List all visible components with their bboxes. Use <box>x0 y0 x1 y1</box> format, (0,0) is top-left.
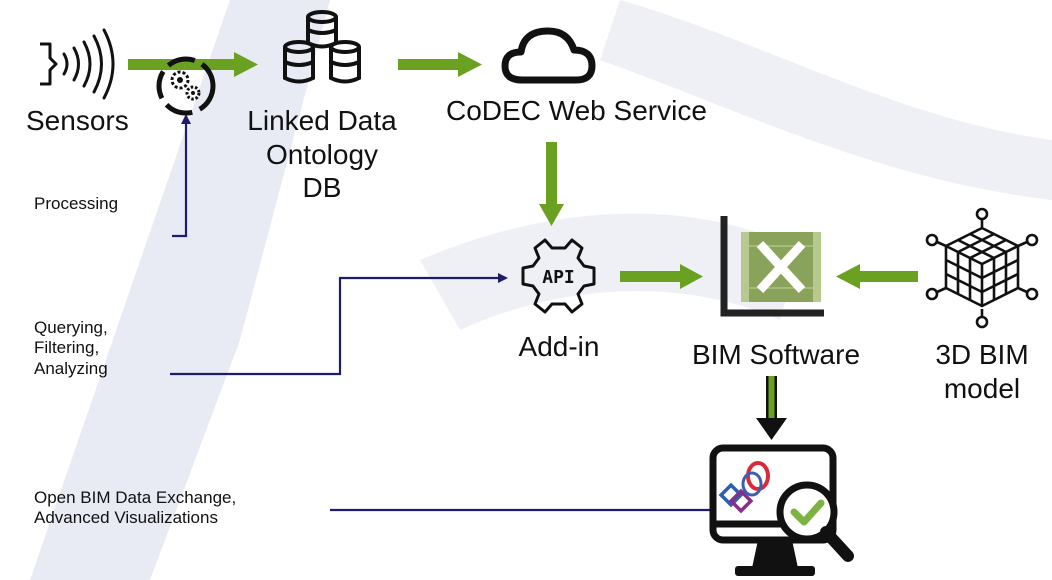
openbim-line-2: Advanced Visualizations <box>34 508 218 528</box>
openbim-note: Open BIM Data Exchange, Advanced Visuali… <box>34 488 236 529</box>
ifc-logo-icon <box>718 461 770 514</box>
arrow-model-to-bim <box>836 264 918 289</box>
querying-note: Querying, Filtering, Analyzing <box>34 318 108 379</box>
linked-data-line-2: Ontology <box>265 138 379 170</box>
processing-note: Processing <box>34 194 119 213</box>
bim-model-line-2: model <box>943 372 1021 404</box>
linked-data-label: Linked Data Ontology DB <box>232 104 412 205</box>
magnifier-check-icon <box>776 481 854 562</box>
linked-data-line-1: Linked Data <box>247 105 397 136</box>
bim-software-label: BIM Software <box>691 339 861 370</box>
arrow-db-to-webservice <box>398 52 482 77</box>
arrow-sensors-to-db <box>128 52 258 77</box>
querying-connector <box>170 273 508 376</box>
addin-label: Add-in <box>518 331 600 362</box>
processing-connector <box>172 114 191 238</box>
bim-model-label: 3D BIM model <box>920 338 1044 405</box>
arrow-webservice-to-addin <box>539 142 564 226</box>
sensors-label: Sensors <box>26 105 129 136</box>
web-service-label: CoDEC Web Service <box>446 95 707 126</box>
arrow-bim-to-visualization <box>756 376 787 440</box>
openbim-line-1: Open BIM Data Exchange, <box>34 488 237 507</box>
arrow-addin-to-bim <box>620 264 703 289</box>
querying-line-1: Querying, <box>34 318 108 337</box>
linked-data-line-3: DB <box>302 172 342 204</box>
querying-line-2: Filtering, <box>34 338 100 358</box>
api-label: API <box>542 267 575 288</box>
querying-line-3: Analyzing <box>34 358 108 378</box>
bim-model-line-1: 3D BIM <box>935 339 1029 370</box>
